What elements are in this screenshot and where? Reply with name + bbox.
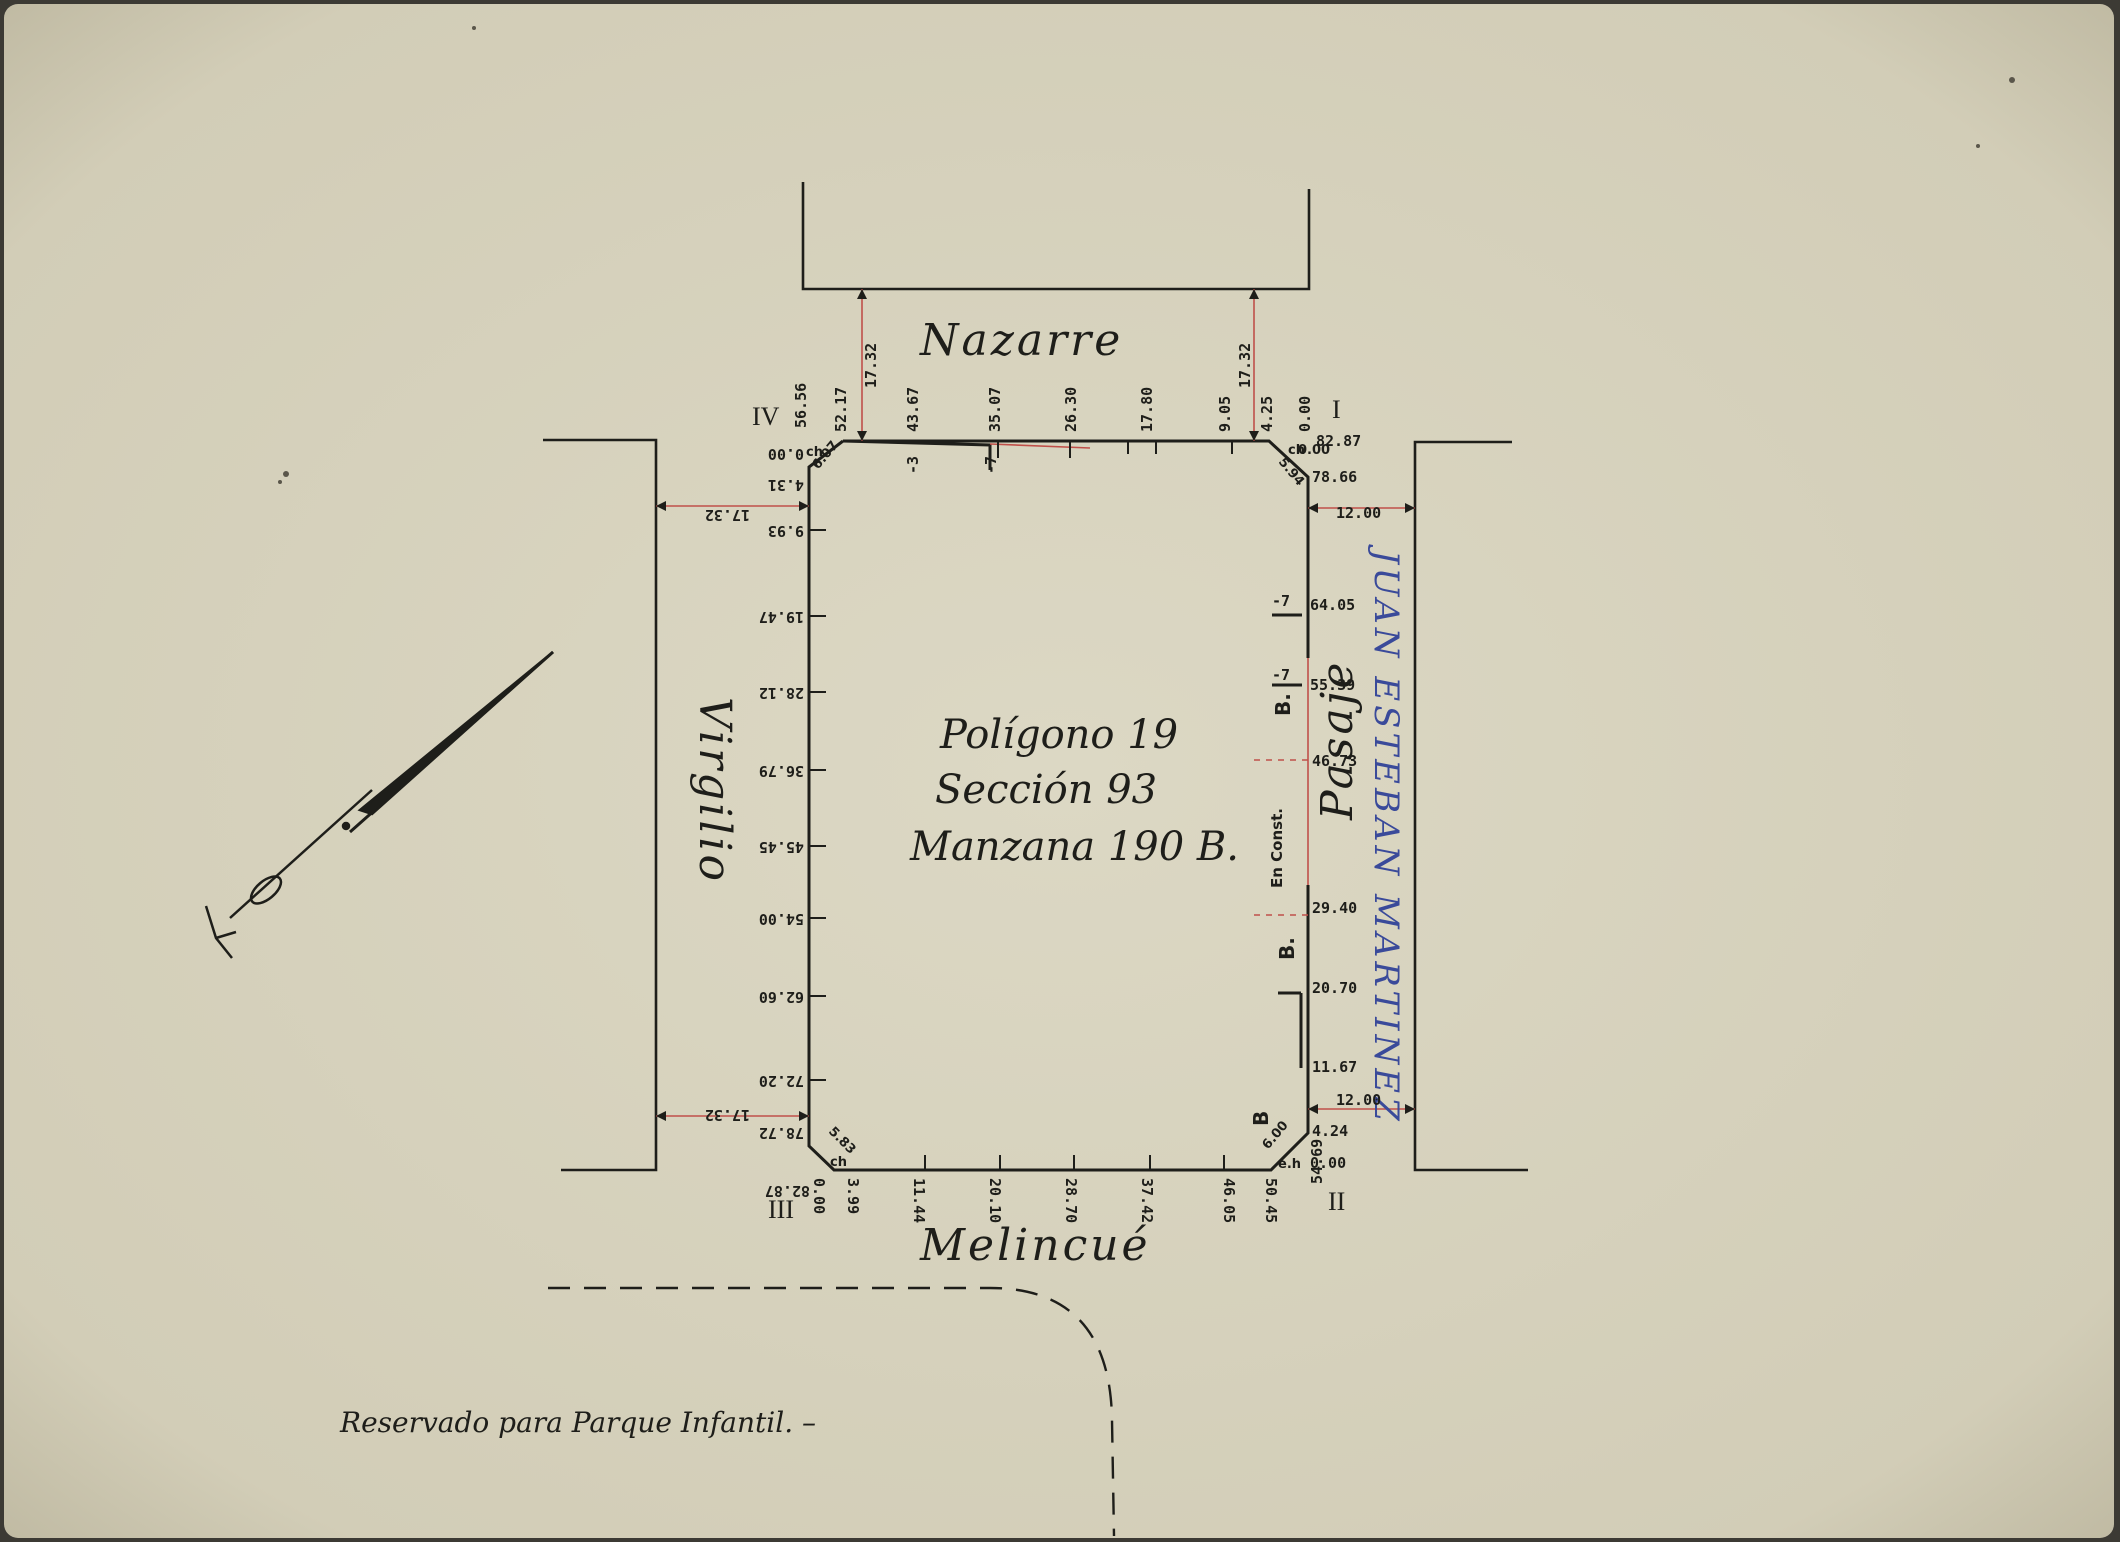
south-measurements: 0.00 3.99 11.44 20.10 28.70 37.42 46.05 … [810,1178,1280,1223]
block-outline [807,439,1310,1172]
south-meas: 20.10 [986,1178,1004,1223]
arrowheads [656,289,1415,1121]
street-name-east: Pasaje [1312,660,1363,821]
chamfer-4-ch: ch [806,445,823,460]
west-meas: 28.12 [759,684,804,702]
width-west-bottom: 17.32 [705,1106,750,1124]
chamfer-3-ch: ch [830,1155,847,1170]
under-construction-label: En Const. [1268,808,1286,888]
lot-label-b3: B [1249,1111,1273,1126]
north-mark: -3 [904,456,922,474]
north-meas: 35.07 [986,387,1004,432]
east-meas: 78.66 [1312,468,1357,486]
west-meas: 4.31 [768,476,804,494]
paper-specks [278,26,2015,484]
west-meas: 72.20 [759,1072,804,1090]
block-west [543,438,658,1172]
north-meas: 26.30 [1062,387,1080,432]
north-meas: 17.80 [1138,387,1156,432]
corner-label-2: II [1328,1187,1345,1216]
north-meas: 52.17 [832,387,850,432]
block-north [801,182,1311,291]
south-meas: 3.99 [844,1178,862,1214]
lot-label-b1: B. [1271,693,1295,716]
north-meas: 0.00 [1296,396,1314,432]
title-line-2: Sección 93 [935,767,1157,813]
width-west-top: 17.32 [705,506,750,524]
chamfer-2-ch: e.h [1278,1157,1301,1172]
west-meas: 9.93 [768,522,804,540]
east-measurements: 78.66 64.05 55.39 46.73 29.40 20.70 11.6… [1249,468,1357,1172]
south-meas: 11.44 [910,1178,928,1223]
title-line-3: Manzana 190 B. [909,824,1239,870]
west-meas: 54.00 [759,910,804,928]
corner-total-2: 54.69 [1308,1139,1326,1184]
lot-label-b2: B. [1275,937,1299,960]
east-meas: 46.73 [1312,752,1357,770]
south-meas: 0.00 [810,1178,828,1214]
north-mark: -7 [982,456,1000,474]
corner-label-3: III [768,1195,794,1224]
chamfer-1-ch: ch [1288,443,1305,458]
north-meas: 9.05 [1216,396,1234,432]
notch-east-lower [1278,991,1303,1068]
west-meas: 78.72 [759,1124,804,1142]
east-meas: 20.70 [1312,979,1357,997]
width-east-top: 12.00 [1336,504,1381,522]
east-meas: 55.39 [1310,676,1355,694]
north-meas: 43.67 [904,387,922,432]
street-name-north: Nazarre [919,315,1123,366]
west-meas: 36.79 [759,762,804,780]
street-name-south: Melincué [919,1220,1151,1271]
west-meas: 0.00 [768,445,804,463]
north-measurements: 52.17 43.67 35.07 26.30 17.80 9.05 4.25 … [832,387,1314,474]
side-ticks [809,441,1233,1170]
east-meas: 4.24 [1312,1122,1348,1140]
north-meas: 4.25 [1258,396,1276,432]
south-meas: 37.42 [1138,1178,1156,1223]
corner-total-4: 56.56 [792,383,810,428]
west-meas: 62.60 [759,988,804,1006]
width-east-bottom: 12.00 [1336,1091,1381,1109]
width-north-right: 17.32 [1236,343,1254,388]
neighbor-blocks [543,182,1528,1172]
corner-total-1: 82.87 [1316,432,1361,450]
notch-east-upper [1272,613,1302,687]
east-mark: -7 [1272,666,1290,684]
paper [4,4,2114,1538]
south-meas: 28.70 [1062,1178,1080,1223]
west-measurements: 0.00 4.31 9.93 19.47 28.12 36.79 45.45 5… [759,445,804,1142]
east-mark: -7 [1272,592,1290,610]
title-line-1: Polígono 19 [939,712,1178,758]
block-east [1413,440,1528,1172]
measurement-lines [656,289,1415,1117]
street-name-east-handwritten: JUAN ESTEBAN MARTINEZ [1366,544,1406,1125]
reserved-note: Reservado para Parque Infantil. – [339,1406,816,1439]
south-meas: 46.05 [1220,1178,1238,1223]
east-meas: 64.05 [1310,596,1355,614]
east-meas: 0.00 [1310,1154,1346,1172]
block-polygon [807,439,1310,1172]
chamfer-1-zero: 0.00 [1298,443,1330,458]
south-meas: 50.45 [1262,1178,1280,1223]
reserved-area-boundary [548,1286,1116,1537]
corner-label-4: IV [752,402,780,431]
notch-north [842,439,992,470]
east-meas: 29.40 [1312,899,1357,917]
north-arrow-icon [204,650,554,959]
west-meas: 19.47 [759,608,804,626]
corner-label-1: I [1332,395,1341,424]
corner-total-3: 82.87 [765,1182,810,1200]
west-meas: 45.45 [759,838,804,856]
east-meas: 11.67 [1312,1058,1357,1076]
width-north-left: 17.32 [862,343,880,388]
street-name-west: Virgilio [689,697,740,884]
